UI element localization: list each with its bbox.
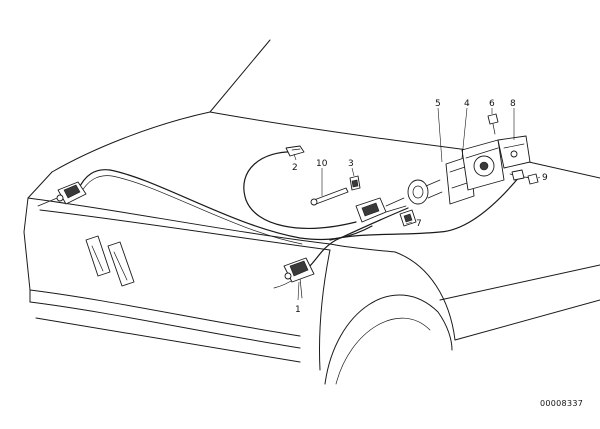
rubber-grommet bbox=[407, 179, 443, 205]
callout-10: 10 bbox=[316, 159, 328, 169]
clip-part bbox=[285, 145, 305, 157]
left-headlight-motor bbox=[56, 181, 87, 205]
car-body-outline bbox=[23, 39, 600, 385]
callout-1: 1 bbox=[295, 305, 301, 315]
callout-6: 6 bbox=[489, 99, 495, 109]
callout-8: 8 bbox=[510, 99, 516, 109]
screw-part bbox=[487, 113, 499, 135]
long-bolt-part bbox=[310, 187, 349, 206]
callout-7: 7 bbox=[416, 219, 422, 229]
junction-connector bbox=[355, 197, 407, 223]
small-connector-part bbox=[349, 175, 361, 191]
drive-motor-unit bbox=[461, 139, 505, 191]
right-headlight-motor bbox=[283, 257, 315, 283]
callout-4: 4 bbox=[464, 99, 470, 109]
leader-lines bbox=[293, 107, 541, 301]
callout-numbers: 1 2 3 4 5 6 7 8 9 10 bbox=[292, 99, 548, 315]
callout-2: 2 bbox=[292, 163, 298, 173]
callout-3: 3 bbox=[348, 159, 354, 169]
cable-end-plug bbox=[511, 169, 539, 185]
callout-9: 9 bbox=[542, 173, 548, 183]
side-bracket bbox=[497, 135, 531, 169]
callout-5: 5 bbox=[435, 99, 441, 109]
diagram-reference-number: 00008337 bbox=[540, 399, 583, 408]
